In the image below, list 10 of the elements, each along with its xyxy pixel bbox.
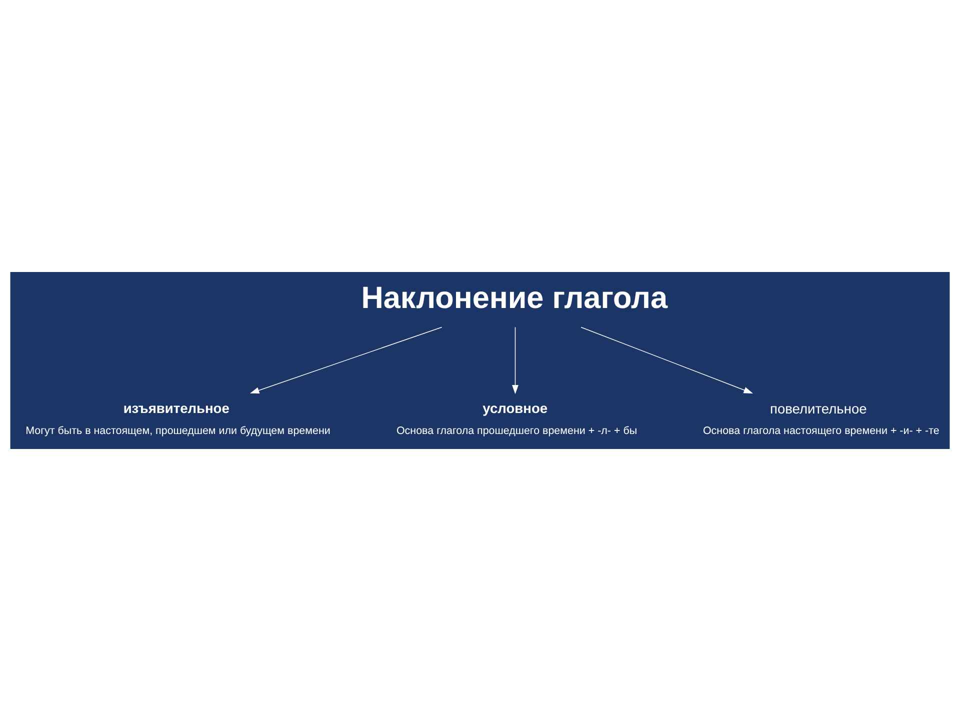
node-text: повелительное: [770, 401, 867, 416]
node-label: Основа глагола настоящего времени + -и- + -те: [702, 424, 940, 437]
arrow: [250, 326, 442, 393]
node-text: изъявительное: [123, 400, 230, 416]
arrow: [580, 326, 753, 393]
node-label: Основа глагола прошедшего времени + -л- + бы: [396, 424, 638, 437]
node-text: Наклонение глагола: [361, 280, 668, 315]
arrow: [512, 326, 518, 394]
node-text: условное: [482, 400, 548, 416]
node-label: Могут быть в настоящем, прошедшем или будущем времени: [26, 424, 330, 437]
